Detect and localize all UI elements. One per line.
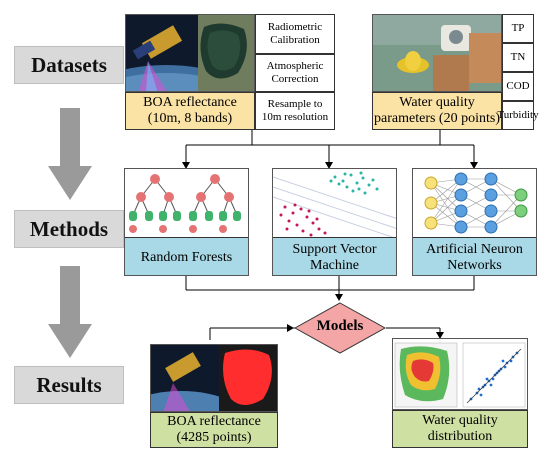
models-diamond xyxy=(294,302,386,354)
down-arrow-icon xyxy=(48,266,92,358)
result-wq-caption: Water quality distribution xyxy=(392,410,528,448)
ann-caption: Artificial Neuron Networks xyxy=(413,237,536,275)
decision-tree-icon xyxy=(129,174,241,233)
neural-network-icon xyxy=(424,172,528,234)
svm-caption: Support Vector Machine xyxy=(273,237,396,275)
random-forests-panel: Random Forests xyxy=(124,168,249,276)
satellite-icon xyxy=(126,15,254,91)
param-turbidity: Turbidity xyxy=(497,101,539,130)
result-boa-image xyxy=(150,344,278,412)
param-tn: TN xyxy=(502,43,534,72)
random-forests-caption: Random Forests xyxy=(125,237,248,275)
stage-label-methods: Methods xyxy=(14,210,124,248)
down-arrow-icon xyxy=(48,108,92,200)
step-atmospheric-correction: Atmospheric Correction xyxy=(255,54,335,92)
ann-panel: Artificial Neuron Networks xyxy=(412,168,537,276)
boa-reflectance-caption: BOA reflectance (10m, 8 bands) xyxy=(125,92,255,130)
boa-satellite-image xyxy=(125,14,255,92)
stage-label-results: Results xyxy=(14,366,124,404)
result-boa-caption: BOA reflectance (4285 points) xyxy=(150,412,278,448)
lake-map-red-icon xyxy=(151,345,277,411)
svm-panel: Support Vector Machine xyxy=(272,168,397,276)
svm-scatter-icon xyxy=(273,171,396,237)
result-wq-image xyxy=(392,338,528,410)
water-sampling-photo xyxy=(372,14,502,92)
step-resample: Resample to 10m resolution xyxy=(255,92,335,130)
stage-label-datasets: Datasets xyxy=(14,46,124,84)
water-sampling-photo-icon xyxy=(373,15,501,91)
scatter-map-icon xyxy=(394,342,526,408)
param-cod: COD xyxy=(502,72,534,101)
water-quality-caption: Water quality parameters (20 points) xyxy=(372,92,502,130)
step-radiometric-calibration: Radiometric Calibration xyxy=(255,14,335,54)
param-tp: TP xyxy=(502,14,534,43)
models-label: Models xyxy=(316,318,364,334)
